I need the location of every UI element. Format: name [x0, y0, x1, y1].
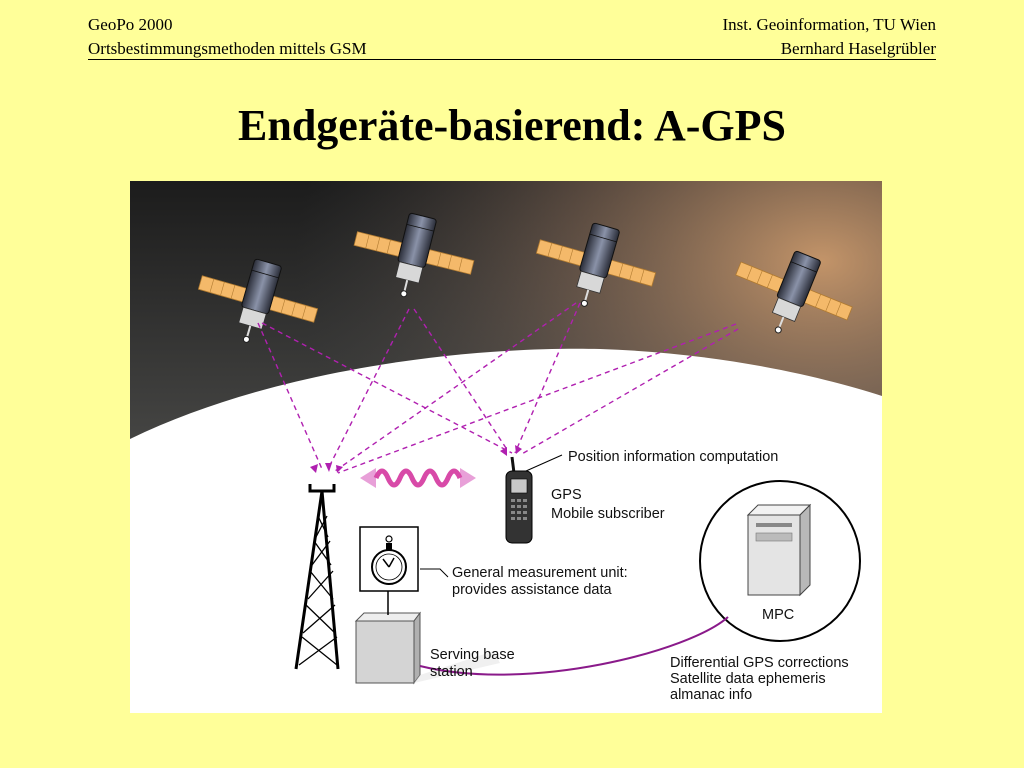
serving-base-station: [354, 611, 500, 685]
label-dgps: Differential GPS corrections: [670, 655, 849, 671]
label-almanac: almanac info: [670, 687, 752, 703]
label-ephemeris: Satellite data ephemeris: [670, 671, 826, 687]
header-topic: Ortsbestimmungsmethoden mittels GSM: [88, 39, 367, 58]
agps-diagram: Position information computation GPS Mob…: [130, 181, 882, 713]
slide-title: Endgeräte-basierend: A-GPS: [238, 101, 786, 150]
header-institute: Inst. Geoinformation, TU Wien: [722, 15, 936, 34]
header-course: GeoPo 2000: [88, 15, 173, 34]
label-assistance-data: provides assistance data: [452, 582, 613, 598]
signal-arrowheads: [310, 445, 522, 473]
label-mobile-subscriber: Mobile subscriber: [551, 506, 665, 522]
label-mpc: MPC: [762, 607, 794, 623]
header-author: Bernhard Haselgrübler: [780, 39, 936, 58]
base-station-tower: [294, 484, 340, 670]
measurement-unit: [359, 526, 419, 592]
wireless-link: [360, 468, 476, 488]
label-station: station: [430, 664, 473, 680]
label-gmu: General measurement unit:: [452, 565, 628, 581]
label-position-info: Position information computation: [568, 449, 778, 465]
mpc-node: [699, 480, 861, 642]
gps-mobile-phone: [505, 456, 533, 544]
gps-signal-lines: [257, 302, 739, 474]
wired-link-mpc: [419, 616, 729, 676]
header-rule: [88, 59, 936, 60]
label-serving-base: Serving base: [430, 647, 515, 663]
label-gps: GPS: [551, 487, 582, 503]
